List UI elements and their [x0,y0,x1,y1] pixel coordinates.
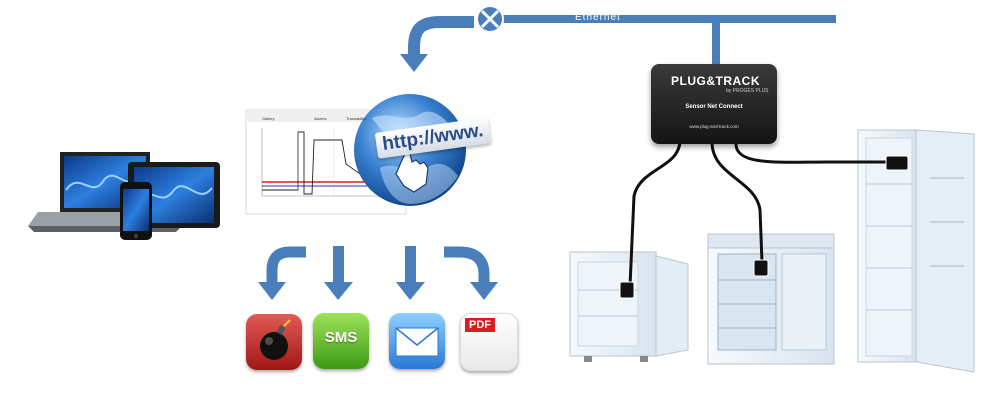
device-model: Sensor Net Connect [685,104,743,110]
fridge-medium [707,233,835,365]
sensor-probes [619,155,909,299]
fridge-small [569,251,689,362]
arrow-to-mail [396,246,425,300]
chart-tab-alarms: Alarms [314,116,327,121]
sms-label: SMS [324,329,358,346]
sensor-probe-tall [885,155,909,171]
arrow-network-to-software [400,16,474,72]
arrow-to-sms [324,246,353,300]
cable-tall-fridge [734,143,888,164]
sensor-cables [628,139,888,287]
device-brand-sub: by PROGES PLUS [726,88,769,94]
cable-small-fridge [628,139,682,287]
ethernet-line [500,15,836,23]
network-junction-icon [476,5,504,33]
chart-tab-gallery: Gallery [262,116,275,121]
arrow-to-pdf [444,246,498,300]
ethernet-label: Ethernet [575,12,621,23]
client-devices [28,152,220,240]
sensor-probe-small [619,281,635,299]
fridge-tall [857,129,975,373]
chart-tab-traceability: Traceability [346,116,367,121]
device-url: www.plug-and-track.com [689,124,739,129]
arrow-to-alarm [258,246,306,300]
sms-icon: SMS [313,313,369,369]
sensor-probe-medium [753,259,769,277]
plug-track-device: PLUG&TRACK by PROGES PLUS Sensor Net Con… [651,64,777,144]
notification-arrows [258,246,498,300]
ethernet-network [400,5,836,72]
cable-medium-fridge [710,141,764,263]
device-brand: PLUG&TRACK [671,74,760,88]
pdf-label: PDF [465,318,495,332]
pdf-icon: PDF [460,313,518,371]
smartphone-icon [120,182,152,240]
ethernet-drop [712,23,720,65]
mail-app-icon [389,313,445,369]
alarm-app-icon [246,314,302,370]
